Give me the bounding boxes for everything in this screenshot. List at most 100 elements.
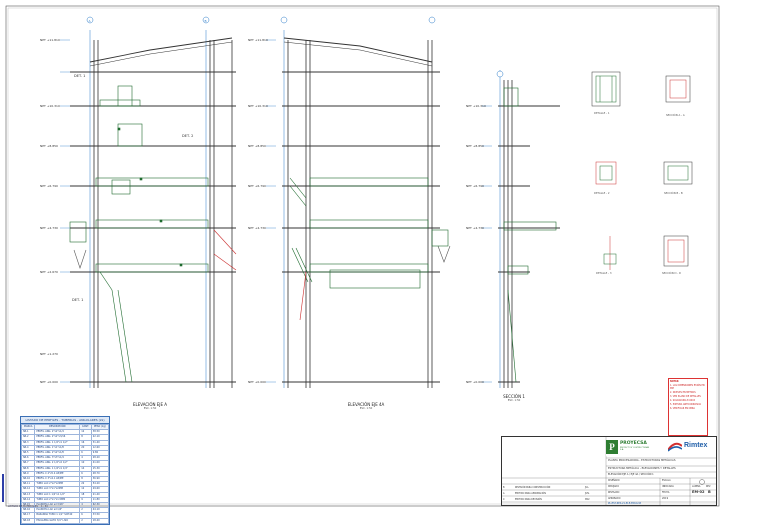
level-tag: NPT +0.000 <box>466 380 484 384</box>
detail-title: SECCIÓN B - B <box>664 192 683 195</box>
table-cell: SB-9 <box>20 470 36 478</box>
table-cell: SB-12 <box>20 486 36 493</box>
detail-title: DETALLE - 2 <box>594 192 610 195</box>
grid-bubbles <box>86 16 504 78</box>
table-cell: SB-15 <box>20 502 36 509</box>
north-icon <box>699 479 705 485</box>
table-cell: PERFIL C 3"x4.1 LB/PIE <box>34 476 81 483</box>
level-tag: NPT +10.310 <box>40 104 60 108</box>
table-cell: TUBO LAC 2"x2"x2MM <box>34 481 81 488</box>
table-cell: 2 <box>79 517 92 524</box>
table-cell: SB-8 <box>20 465 36 472</box>
table-cell: PERFIL ANG. 3"x3"x1/4 <box>34 455 81 462</box>
revision-cell: JUN. <box>585 492 590 495</box>
detail-title: SECCIÓN D - D <box>662 272 682 275</box>
drawing-code: PL-EST-PPX-21-ELE-EM-02-B <box>608 502 642 505</box>
table-cell: SB-13 <box>20 491 36 498</box>
table-cell: SB-7 <box>20 460 36 467</box>
rev-value: B <box>708 490 711 494</box>
table-cell: PERFIL ANG. 2"x2"x3/16 <box>34 434 81 441</box>
company-name: PROYECSA <box>620 441 647 446</box>
level-tag: NPT +0.000 <box>40 380 58 384</box>
table-cell: SB-4 <box>20 444 36 452</box>
level-tag: NPT +10.310 <box>248 104 268 108</box>
details-group <box>591 71 693 270</box>
column-header: MARCA <box>20 423 36 431</box>
company-name: Rimtex <box>684 442 708 449</box>
note-line: 5. PINTURA ANTICORROSIVA <box>670 403 701 406</box>
table-cell: PERFIL C 4"x5.4 LB/PIE <box>34 470 81 478</box>
table-cell: PERFIL ANG. 1"x1"x1/8 <box>34 444 81 452</box>
revision-cell: JUL. <box>585 486 590 489</box>
det-callout: DET. 1 <box>74 74 86 78</box>
detail-title: DETALLE - 3 <box>596 272 612 275</box>
tb-label: FECHA <box>662 491 670 494</box>
tb-label: REV. <box>706 485 711 488</box>
tb-label: APROBADO <box>608 497 621 500</box>
note-line: 3. VER PLANO DE DETALLES <box>670 395 701 398</box>
sheet-number: EM-02 <box>692 490 705 494</box>
level-tag: NPT +4.730 <box>248 226 266 230</box>
note-line: 2. NIVELES EN METROS <box>670 391 696 394</box>
grid-label: B <box>204 18 207 23</box>
revision-cell: MAY. <box>585 498 590 501</box>
sheet-inner-border <box>7 7 718 505</box>
table-cell: SB-1 <box>20 429 36 436</box>
column-header: PESO (kg) <box>90 423 110 431</box>
table-cell: PERFIL ANG. 2"x2"x1/8 <box>34 449 81 457</box>
table-cell: ESCALERA GATO 3/4" LISO <box>34 517 81 524</box>
revision-cell: B <box>503 486 505 489</box>
level-tag: NPT +4.730 <box>466 226 484 230</box>
table-cell: TUBO LAC 2"x1"x1.5MM <box>34 496 81 504</box>
table-cell: 18.40 <box>90 517 110 524</box>
table-cell: SB-10 <box>20 476 36 483</box>
drawing-canvas <box>5 5 720 507</box>
project-name: PLANTA PROCESADORA - ESTRUCTURAS METÁLIC… <box>608 459 676 462</box>
footer: LISTADO DE MATERIALES 1 : 50 <box>8 505 48 508</box>
level-tag: NPT +10.310 <box>466 104 486 108</box>
note-line: 6. VERIFICAR EN OBRA <box>670 407 695 410</box>
sheet-border <box>5 5 720 507</box>
revision-cell: EMITIDO PARA REVISIÓN <box>515 498 542 501</box>
title-block <box>501 436 717 506</box>
level-tag: NPT +6.790 <box>248 184 266 188</box>
rimtex-logo: Rimtex <box>666 440 714 456</box>
level-tag: NPT +0.000 <box>248 380 266 384</box>
section-1 <box>498 70 560 388</box>
table-cell: SB-6 <box>20 455 36 462</box>
grid-label: A <box>88 18 91 23</box>
note-line: 4. SOLDADURA E-60XX <box>670 399 696 402</box>
level-tag: NPT +8.850 <box>466 144 484 148</box>
elevation-title: ELEVACIÓN EJE A ESC. 1:50 <box>132 402 168 410</box>
table-cell: PLANCHA LAC e=3/16" <box>34 502 81 509</box>
drawing-subtitle: ELEVACIÓN EJE A / EJE 4A / SECCIÓN 1 <box>608 473 654 476</box>
table-cell: SB-11 <box>20 481 36 488</box>
table-cell: SB-14 <box>20 496 36 504</box>
tb-value: INDICADA <box>662 485 674 488</box>
revision-cell: REVISIÓN PARA CONSTRUCCIÓN <box>515 486 551 489</box>
tb-value: 2019 <box>662 497 669 500</box>
table-cell: TUBO LAC 1 1/2"x1 1/2" <box>34 491 81 498</box>
table-cell: SB-5 <box>20 449 36 457</box>
table-cell: PERFIL ANG. 2"x2"x1/4 <box>34 429 81 436</box>
elevation-eje-4a <box>282 30 451 388</box>
revision-cell: EMITIDO PARA APROBACIÓN <box>515 492 546 495</box>
det-callout: DET. 1 <box>72 298 84 302</box>
level-tag: NPT +1.270 <box>40 352 58 356</box>
drawing-sheet: NPT +11.810 NPT +10.310 NPT +8.850 NPT +… <box>2 5 720 525</box>
elevation-title: ELEVACIÓN EJE 4A ESC. 1:50 <box>347 402 385 410</box>
company-subtitle: PROYECTOS Y ESTRUCTURAS S.A. <box>620 447 650 451</box>
footer-right: 1 : 50 <box>40 505 48 508</box>
